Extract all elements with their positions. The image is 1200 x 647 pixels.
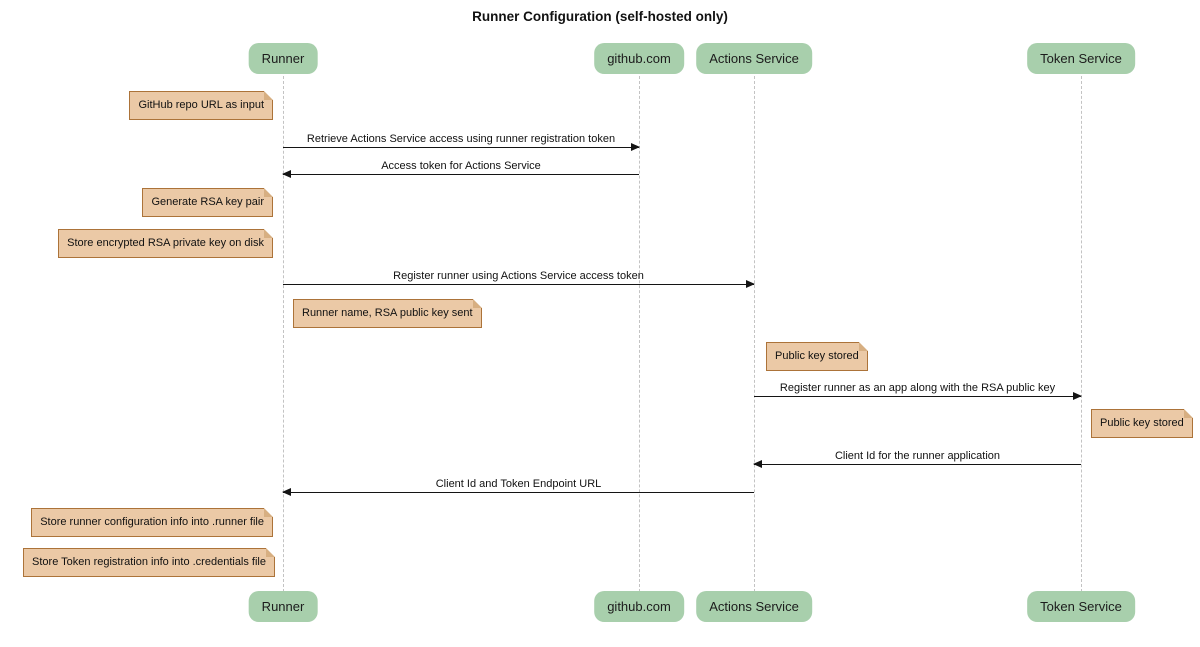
note-fold-icon <box>472 299 482 308</box>
lifeline-github <box>639 76 640 592</box>
arrowhead-left-icon <box>753 460 762 468</box>
actor-bottom-actions-service: Actions Service <box>696 591 812 622</box>
note-runner-name-sent: Runner name, RSA public key sent <box>293 299 482 328</box>
note-fold-icon <box>858 342 868 351</box>
note-public-key-stored-token: Public key stored <box>1091 409 1193 438</box>
note-text: Store Token registration info into .cred… <box>32 556 266 568</box>
note-fold-icon <box>266 548 275 557</box>
message-register-app: Register runner as an app along with the… <box>754 381 1082 400</box>
note-generate-rsa: Generate RSA key pair <box>142 188 273 217</box>
note-fold-icon <box>264 229 273 238</box>
note-text: GitHub repo URL as input <box>138 99 264 111</box>
note-text: Generate RSA key pair <box>151 196 264 208</box>
note-text: Store encrypted RSA private key on disk <box>67 237 264 249</box>
arrowhead-right-icon <box>746 280 755 288</box>
message-client-id: Client Id for the runner application <box>753 449 1081 468</box>
message-access-token: Access token for Actions Service <box>282 159 639 178</box>
diagram-title: Runner Configuration (self-hosted only) <box>472 9 728 24</box>
actor-bottom-token-service: Token Service <box>1027 591 1135 622</box>
note-public-key-stored-actions: Public key stored <box>766 342 868 371</box>
note-fold-icon <box>1183 409 1193 418</box>
message-client-id-endpoint: Client Id and Token Endpoint URL <box>282 477 754 496</box>
actor-bottom-github: github.com <box>594 591 684 622</box>
note-fold-icon <box>264 508 273 517</box>
message-register-runner: Register runner using Actions Service ac… <box>283 269 755 288</box>
actor-top-actions-service: Actions Service <box>696 43 812 74</box>
note-text: Public key stored <box>1100 417 1184 429</box>
actor-bottom-runner: Runner <box>248 591 318 622</box>
arrowhead-left-icon <box>282 488 291 496</box>
actor-top-token-service: Token Service <box>1027 43 1135 74</box>
message-label: Client Id and Token Endpoint URL <box>435 478 602 490</box>
arrowhead-left-icon <box>282 170 291 178</box>
actor-top-runner: Runner <box>248 43 318 74</box>
note-fold-icon <box>264 188 273 197</box>
note-fold-icon <box>264 91 273 100</box>
note-text: Public key stored <box>775 350 859 362</box>
lifeline-actions-service <box>754 76 755 592</box>
actor-top-github: github.com <box>594 43 684 74</box>
note-store-token-registration: Store Token registration info into .cred… <box>23 548 275 577</box>
message-label: Retrieve Actions Service access using ru… <box>306 133 616 145</box>
message-retrieve-actions-access: Retrieve Actions Service access using ru… <box>283 132 640 151</box>
note-text: Runner name, RSA public key sent <box>302 307 473 319</box>
note-store-runner-config: Store runner configuration info into .ru… <box>31 508 273 537</box>
arrowhead-right-icon <box>1073 392 1082 400</box>
note-github-repo-input: GitHub repo URL as input <box>129 91 273 120</box>
message-label: Register runner using Actions Service ac… <box>393 270 644 282</box>
note-store-private-key: Store encrypted RSA private key on disk <box>58 229 273 258</box>
lifeline-runner <box>283 76 284 592</box>
message-label: Register runner as an app along with the… <box>779 382 1056 394</box>
note-text: Store runner configuration info into .ru… <box>40 516 264 528</box>
message-label: Access token for Actions Service <box>381 160 541 172</box>
message-label: Client Id for the runner application <box>834 450 1001 462</box>
arrowhead-right-icon <box>631 143 640 151</box>
lifeline-token-service <box>1081 76 1082 592</box>
